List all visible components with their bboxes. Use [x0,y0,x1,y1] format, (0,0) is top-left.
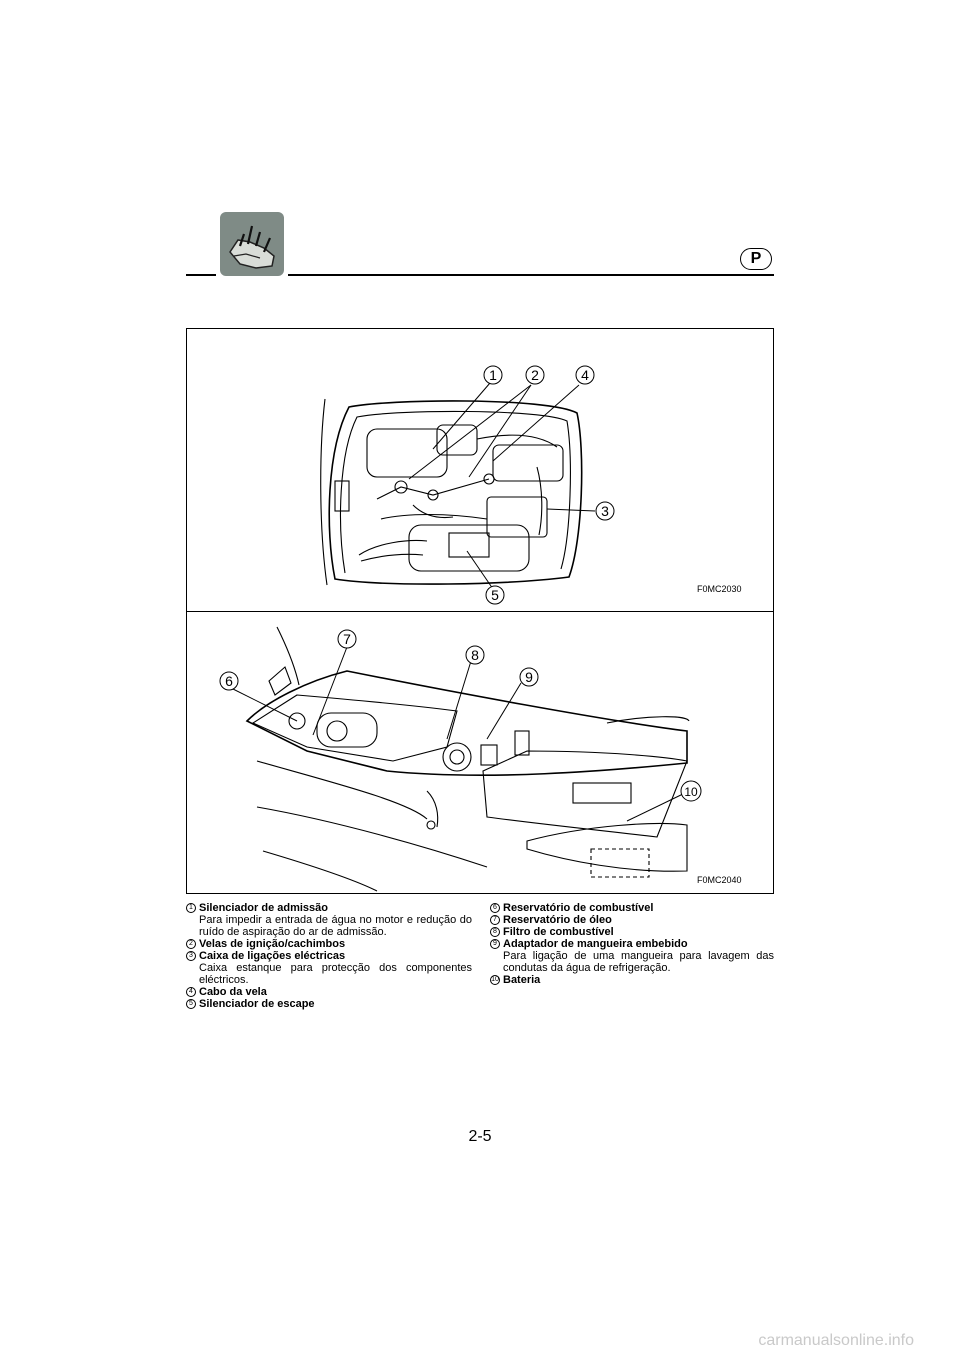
legend-number: 3 [186,951,196,961]
callout-4: 4 [581,367,589,383]
legend-title: Adaptador de mangueira embebido [503,938,688,950]
legend-description: Para impedir a entrada de água no motor … [199,914,472,938]
legend-item: 8 Filtro de combustível [490,926,774,938]
legend-number: 9 [490,939,500,949]
callout-6: 6 [225,673,233,689]
figure-illustration: 1 2 4 3 5 [219,365,702,892]
callout-10: 10 [684,785,698,799]
watermark: carmanualsonline.info [758,1332,914,1349]
legend-right-column: 6 Reservatório de combustível 7 Reservat… [490,902,774,986]
legend-item: 2 Velas de ignição/cachimbos [186,938,472,950]
legend-number: 4 [186,987,196,997]
legend-description: Caixa estanque para protecção dos compon… [199,962,472,986]
legend-item: 7 Reservatório de óleo [490,914,774,926]
callout-7: 7 [343,631,351,647]
figure-divider [187,611,773,613]
callout-5: 5 [491,587,499,603]
legend-title: Silenciador de admissão [199,902,328,914]
legend-item: 4 Cabo da vela [186,986,472,998]
callout-9: 9 [525,669,533,685]
legend-title: Filtro de combustível [503,926,614,938]
legend-number: 8 [490,927,500,937]
legend-title: Velas de ignição/cachimbos [199,938,346,950]
callout-1: 1 [489,367,497,383]
legend-title: Bateria [503,974,541,986]
top-callouts: 1 2 4 3 5 [483,365,615,605]
legend-number: 2 [186,939,196,949]
legend-description: Para ligação de uma mangueira para lavag… [503,950,774,974]
legend-title: Reservatório de combustível [503,902,654,914]
legend-number: 6 [490,903,500,913]
legend-title: Cabo da vela [199,986,267,998]
figure-code-bottom: F0MC2040 [697,875,742,885]
top-callout-leaders [408,382,596,590]
legend-item: 5 Silenciador de escape [186,998,472,1010]
legend-title: Silenciador de escape [199,998,315,1010]
legend-number: 1 [186,903,196,913]
engine-compartment-drawing [320,398,583,586]
language-badge: P [740,248,772,270]
legend-title: Caixa de ligações eléctricas [199,950,346,962]
engine-maintenance-icon [220,212,284,276]
legend-number: 10 [490,975,500,985]
legend-item: 6 Reservatório de combustível [490,902,774,914]
legend-item: 3 Caixa de ligações eléctricas Caixa est… [186,950,472,986]
bottom-callouts: 7 8 6 9 10 [219,629,702,802]
storage-compartment-drawing [245,626,690,892]
legend-item: 9 Adaptador de mangueira embebido Para l… [490,938,774,974]
legend-item: 1 Silenciador de admissão Para impedir a… [186,902,472,938]
legend-number: 5 [186,999,196,1009]
bottom-callout-leaders [228,646,686,822]
legend-item: 10 Bateria [490,974,774,986]
callout-8: 8 [471,647,479,663]
page-number: 2-5 [468,1128,492,1145]
legend-number: 7 [490,915,500,925]
figure-frame: 1 2 4 3 5 [186,328,774,894]
header-rule-left [186,274,216,276]
header-rule-right [288,274,774,276]
legend-left-column: 1 Silenciador de admissão Para impedir a… [186,902,472,1010]
callout-3: 3 [601,503,609,519]
callout-2: 2 [531,367,539,383]
legend-title: Reservatório de óleo [503,914,612,926]
figure-code-top: F0MC2030 [697,584,742,594]
